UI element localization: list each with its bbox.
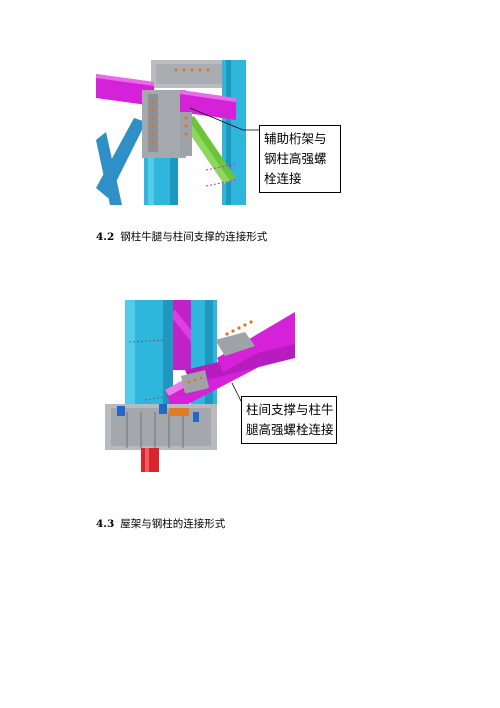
section-heading-4-2: 4.2 钢柱牛腿与柱间支撑的连接形式 (96, 229, 267, 244)
figure-bracket-brace-connection (105, 300, 297, 472)
section-number: 4.2 (96, 231, 115, 243)
callout-line: 辅助桁架与 (264, 131, 327, 146)
section-title: 屋架与钢柱的连接形式 (120, 518, 226, 530)
callout-truss-bolt-connection: 辅助桁架与 钢柱高强螺 栓连接 (259, 125, 341, 193)
callout-line: 钢柱高强螺 (264, 151, 327, 166)
callout-line: 腿高强螺栓连接 (246, 422, 334, 437)
callout-line: 柱间支撑与柱牛 (246, 402, 334, 417)
section-title: 钢柱牛腿与柱间支撑的连接形式 (120, 231, 268, 243)
figure-truss-column-connection (96, 60, 246, 205)
section-heading-4-3: 4.3 屋架与钢柱的连接形式 (96, 516, 225, 531)
callout-line: 栓连接 (264, 171, 302, 186)
section-number: 4.3 (96, 518, 115, 530)
callout-brace-bolt-connection: 柱间支撑与柱牛 腿高强螺栓连接 (241, 396, 337, 444)
